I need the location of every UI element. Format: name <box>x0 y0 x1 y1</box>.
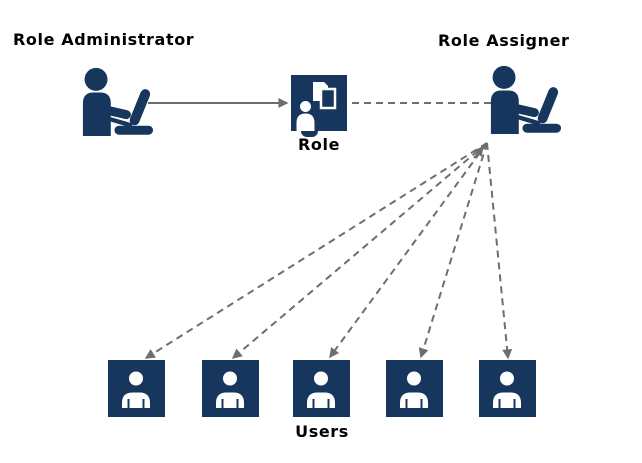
edge-assigner-to-user-2 <box>231 142 488 359</box>
person-at-laptop-icon <box>490 65 562 134</box>
edge-assigner-to-user-1 <box>144 142 488 359</box>
user-node-4 <box>386 360 443 417</box>
user-silhouette-icon <box>493 371 521 408</box>
role-administrator-label: Role Administrator <box>13 30 195 49</box>
users-label: Users <box>295 422 349 441</box>
role-node <box>291 75 347 131</box>
user-node-2 <box>202 360 259 417</box>
role-icon-overflow <box>301 131 318 137</box>
edge-assigner-convergence <box>473 145 484 159</box>
edge-assigner-to-user-5 <box>486 142 513 360</box>
user-silhouette-icon <box>122 371 150 408</box>
user-node-3 <box>293 360 350 417</box>
user-node-5 <box>479 360 536 417</box>
role-assigner-label: Role Assigner <box>438 31 570 50</box>
edge-assigner-to-user-4 <box>418 142 488 359</box>
user-node-1 <box>108 360 165 417</box>
user-silhouette-icon <box>307 371 335 408</box>
person-at-laptop-icon <box>82 67 154 136</box>
role-label: Role <box>297 135 341 154</box>
edge-assigner-to-user-3 <box>329 142 488 359</box>
documents-and-person-icon <box>296 82 337 131</box>
user-silhouette-icon <box>216 371 244 408</box>
user-silhouette-icon <box>400 371 428 408</box>
